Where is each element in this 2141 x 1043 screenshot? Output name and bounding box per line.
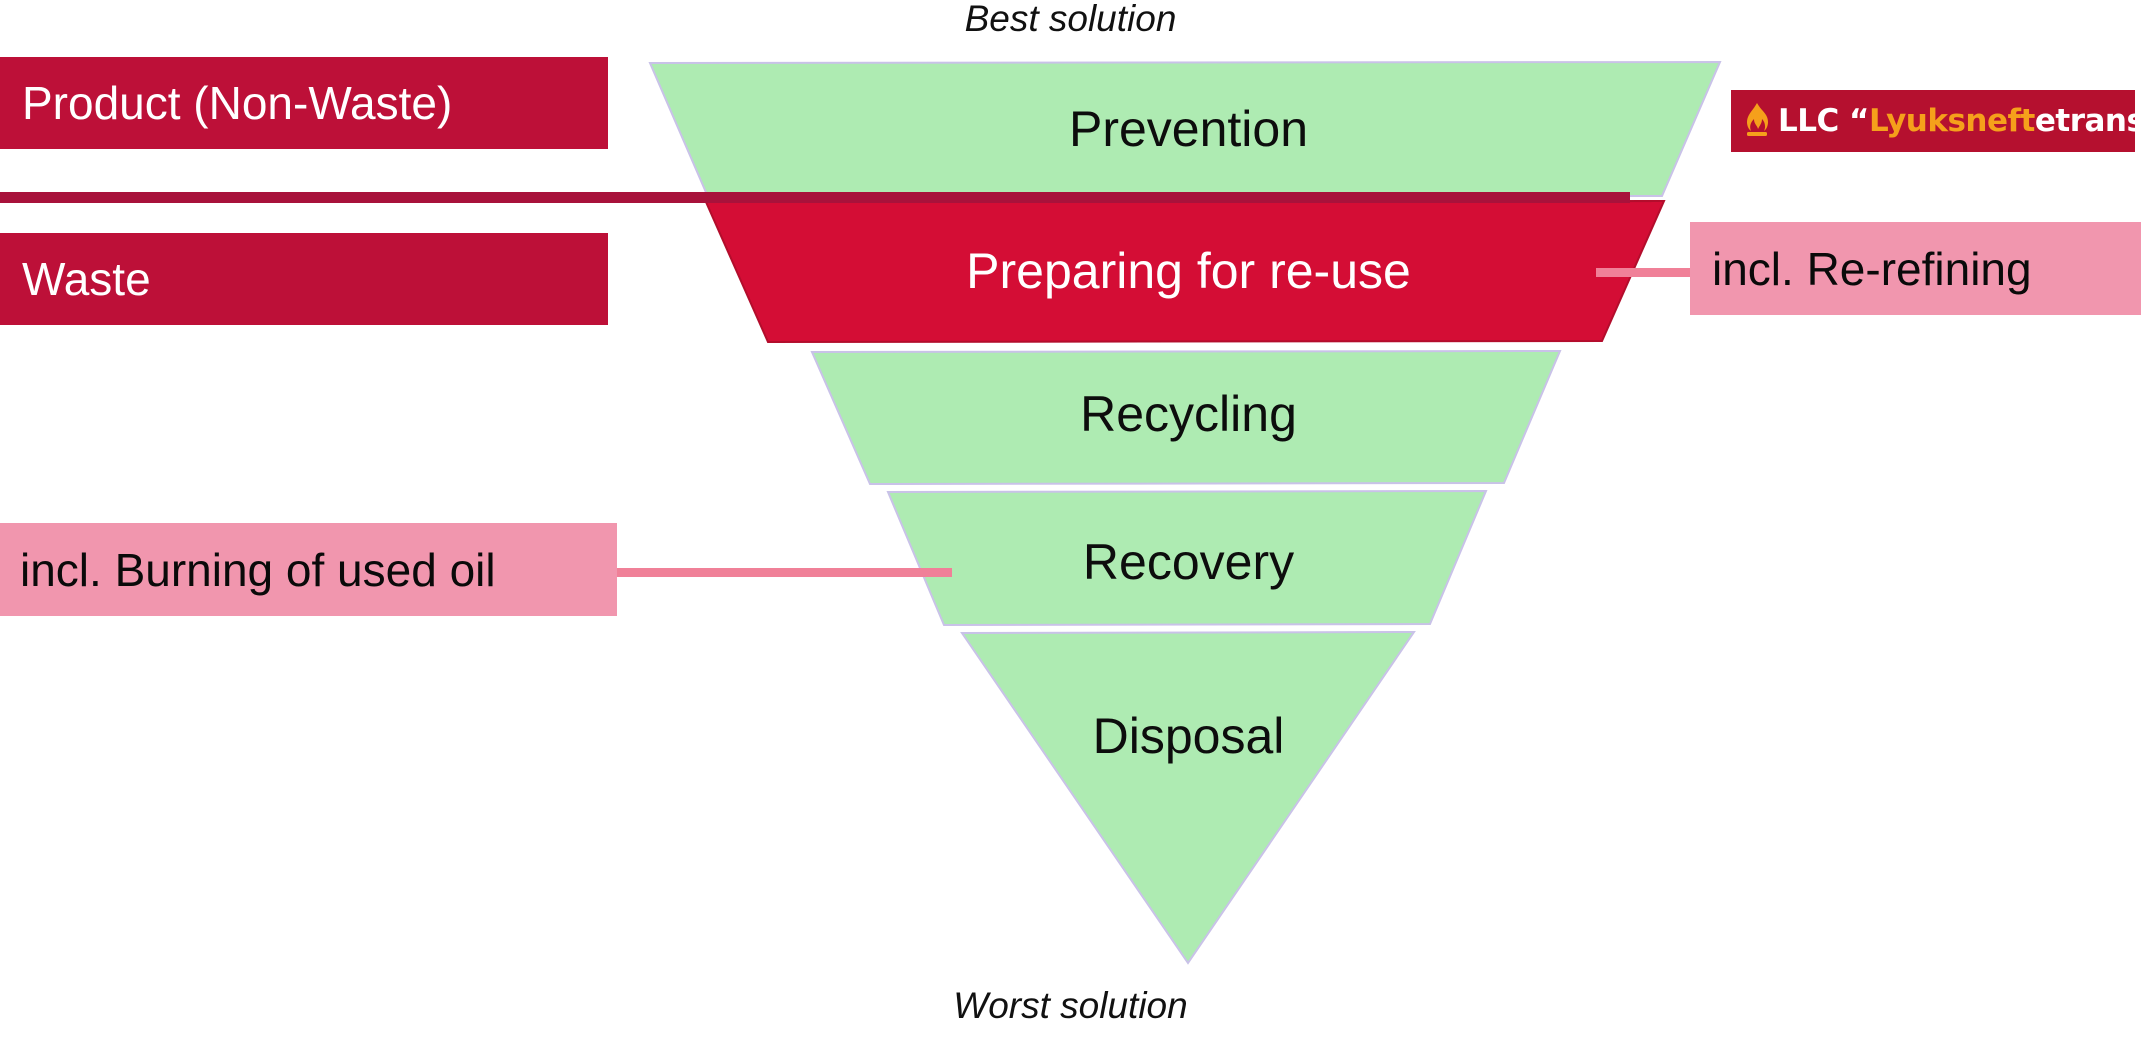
- callout-label-burning-of-used-oil: incl. Burning of used oil: [20, 543, 496, 596]
- funnel-step-prevention[interactable]: [648, 60, 1722, 199]
- callout-re-refining: incl. Re-refining: [1690, 222, 2141, 315]
- funnel-step-preparing-for-re-use[interactable]: [704, 199, 1666, 344]
- logo-suffix: etransdobycha”: [2034, 103, 2141, 139]
- category-bar-product: Product (Non-Waste): [0, 57, 608, 149]
- category-label-waste: Waste: [22, 253, 151, 305]
- caption-best-solution: Best solution: [964, 0, 1177, 39]
- funnel-step-recovery[interactable]: [886, 489, 1488, 627]
- callout-label-re-refining: incl. Re-refining: [1712, 242, 2032, 295]
- category-label-product: Product (Non-Waste): [22, 77, 453, 129]
- leader-line-burning-of-used-oil: [612, 568, 952, 577]
- company-logo-badge[interactable]: LLC “Lyuksneftetransdobycha”: [1731, 90, 2141, 152]
- funnel-step-recycling[interactable]: [810, 349, 1562, 486]
- logo-highlight: Lyuksneft: [1868, 103, 2035, 139]
- flame-icon: [1747, 103, 1768, 136]
- category-bar-waste: Waste: [0, 233, 608, 325]
- logo-prefix: LLC “: [1778, 103, 1869, 139]
- caption-worst-solution: Worst solution: [953, 985, 1188, 1026]
- funnel-step-disposal[interactable]: [960, 630, 1416, 965]
- callout-burning-of-used-oil: incl. Burning of used oil: [0, 523, 617, 616]
- leader-line-re-refining: [1596, 268, 1696, 277]
- company-logo-text: LLC “Lyuksneftetransdobycha”: [1778, 103, 2141, 139]
- product-waste-divider: [0, 192, 1630, 203]
